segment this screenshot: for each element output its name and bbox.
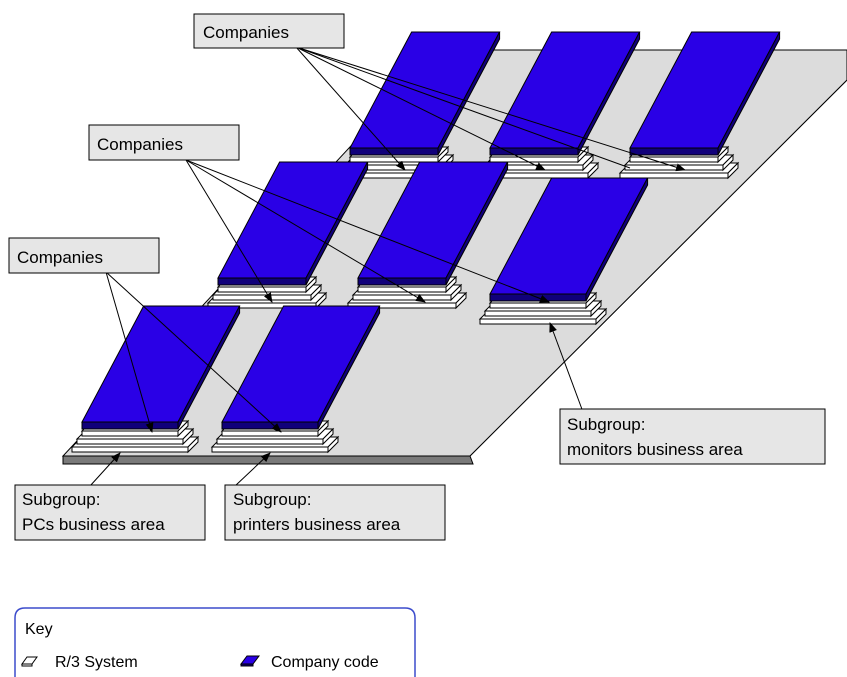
r3-system-plate-side	[327, 435, 339, 454]
company-code-side	[177, 305, 241, 430]
leader-lines	[89, 46, 686, 487]
r3-system-plate-edge	[479, 318, 597, 325]
company-code-side	[445, 161, 509, 286]
callout-text-line1: Subgroup:	[567, 415, 645, 434]
callout-text-line2: PCs business area	[22, 515, 165, 534]
company-code-side	[305, 161, 369, 286]
key-legend: Key R/3 System Company code	[14, 607, 416, 677]
system-stack	[346, 161, 509, 310]
key-item-label: R/3 System	[55, 654, 138, 671]
r3-system-plate-edge	[217, 286, 307, 293]
r3-system-plate-side	[445, 275, 457, 294]
r3-system-plate-edge	[624, 164, 724, 171]
r3-system-plate-side	[437, 145, 449, 164]
r3-system-plate-edge	[211, 446, 329, 453]
r3-system-plate-edge	[352, 294, 452, 301]
callout-companies-left: Companies	[8, 237, 160, 274]
company-code-front	[221, 421, 319, 430]
company-code-front	[81, 421, 179, 430]
r3-system-plate-edge	[221, 430, 319, 437]
callout-text-line1: Subgroup:	[233, 490, 311, 509]
system-stack	[618, 31, 781, 180]
r3-system-plate-side	[322, 427, 334, 446]
r3-system-plate-edge	[484, 310, 592, 317]
callout-text-line2: monitors business area	[567, 440, 743, 459]
callout-companies-top: Companies	[193, 13, 345, 49]
r3-system-plate-side	[455, 291, 467, 310]
company-code-front	[217, 277, 307, 286]
r3-system-plate-edge	[357, 286, 447, 293]
r3-system-plate-edge	[629, 156, 719, 163]
r3-system-plate-side	[727, 161, 739, 180]
r3-system-plate-side	[590, 299, 602, 318]
r3-system-plate-side	[585, 291, 597, 310]
company-code-side	[585, 177, 649, 302]
r3-system-plate-edge	[71, 446, 189, 453]
r3-system-plate-side	[310, 283, 322, 302]
r3-system-plate-side	[177, 419, 189, 438]
r3-system-plate-side	[182, 427, 194, 446]
callout-subgroup-pcs: Subgroup: PCs business area	[14, 484, 206, 541]
callout-subgroup-printers: Subgroup: printers business area	[224, 484, 446, 541]
callout-text: Companies	[97, 135, 183, 154]
r3-system-plate-side	[317, 419, 329, 438]
company-code-side	[717, 31, 781, 156]
r3-system-plate-side	[577, 145, 589, 164]
r3-system-plate-side	[587, 161, 599, 180]
r3-system-plate-side	[187, 435, 199, 454]
r3-system-plate-edge	[619, 172, 729, 179]
callout-subgroup-monitors: Subgroup: monitors business area	[559, 408, 826, 465]
key-item-label: Company code	[271, 654, 379, 671]
callout-text: Companies	[17, 248, 103, 267]
r3-system-plate-side	[305, 275, 317, 294]
r3-system-plate-edge	[216, 438, 324, 445]
r3-system-plate-edge	[489, 156, 579, 163]
r3-system-plate-side	[582, 153, 594, 172]
callout-text-line1: Subgroup:	[22, 490, 100, 509]
r3-system-icon	[21, 656, 38, 667]
callout-companies-middle: Companies	[88, 124, 240, 161]
callout-text: Companies	[203, 23, 289, 42]
company-code-front	[629, 147, 719, 156]
key-title: Key	[25, 621, 53, 638]
company-code-side	[577, 31, 641, 156]
r3-system-plate-edge	[489, 302, 587, 309]
company-code-icon	[240, 655, 260, 667]
r3-system-plate-edge	[81, 430, 179, 437]
company-code-side	[317, 305, 381, 430]
system-stack	[70, 305, 241, 454]
r3-system-plate-side	[595, 307, 607, 326]
callout-text-line2: printers business area	[233, 515, 401, 534]
company-code-front	[357, 277, 447, 286]
company-code-front	[349, 147, 439, 156]
r3-system-plate-side	[717, 145, 729, 164]
r3-system-plate-edge	[76, 438, 184, 445]
r3-system-plate-side	[722, 153, 734, 172]
r3-system-plate-edge	[212, 294, 312, 301]
r3-system-plate-side	[450, 283, 462, 302]
